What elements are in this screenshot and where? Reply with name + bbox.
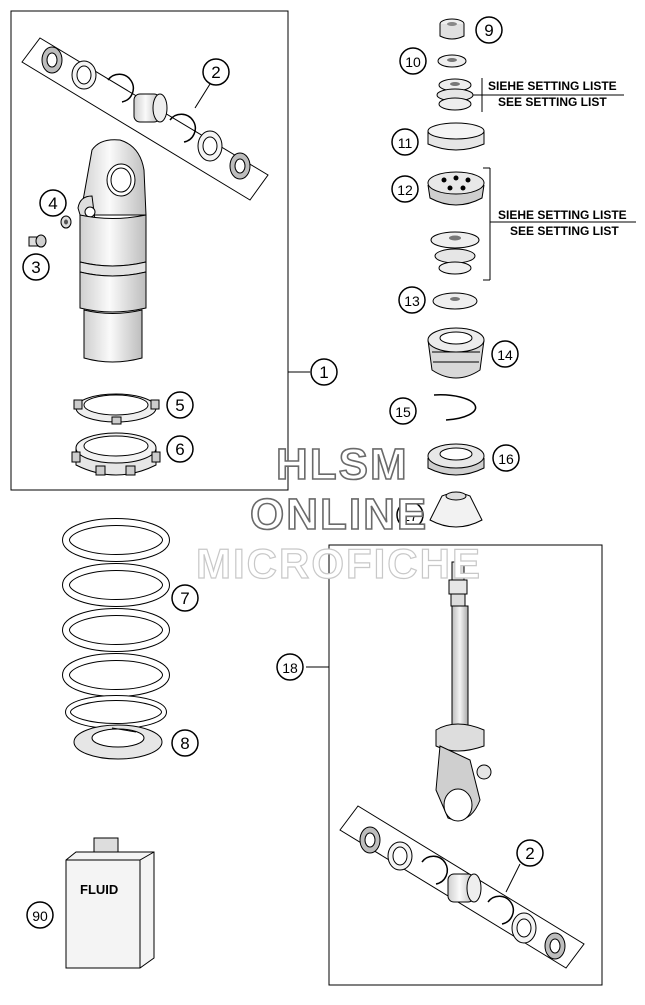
svg-text:10: 10 <box>405 54 421 70</box>
svg-text:13: 13 <box>404 293 420 309</box>
svg-text:5: 5 <box>175 396 184 415</box>
watermark-line-1: HLSM <box>275 439 409 490</box>
watermark-line-3: MICROFICHE <box>195 539 482 587</box>
callout-11: 11 <box>391 128 419 156</box>
setting-note-en-1: SEE SETTING LIST <box>498 95 607 109</box>
circlip <box>433 394 477 421</box>
bearing-kit-top <box>21 37 269 201</box>
adjuster-screw <box>28 234 47 248</box>
svg-text:2: 2 <box>525 844 534 863</box>
coil-spring <box>62 518 170 729</box>
bearing-kit-bottom <box>339 805 585 969</box>
piston-ring <box>427 122 485 151</box>
shock-group-box <box>10 10 289 491</box>
callout-2-bottom: 2 <box>516 839 544 867</box>
bump-rubber <box>429 491 483 528</box>
callout-90: 90 <box>26 901 54 929</box>
svg-text:11: 11 <box>398 135 413 151</box>
setting-note-de-2: SIEHE SETTING LISTE <box>498 208 627 222</box>
callout-15: 15 <box>389 397 417 425</box>
svg-text:4: 4 <box>48 194 57 213</box>
svg-text:9: 9 <box>484 21 493 40</box>
callout-8: 8 <box>171 729 199 757</box>
callout-16: 16 <box>492 444 520 472</box>
callout-5: 5 <box>166 391 194 419</box>
compression-adjuster-housing <box>427 327 485 379</box>
callout-10: 10 <box>399 47 427 75</box>
adjusting-nut <box>71 432 161 476</box>
callout-1: 1 <box>310 358 338 386</box>
callout-9: 9 <box>475 16 503 44</box>
fluid-label: FLUID <box>80 882 118 897</box>
svg-text:7: 7 <box>180 589 189 608</box>
svg-text:17: 17 <box>402 508 418 524</box>
watermark-line-2: ONLINE <box>249 489 429 540</box>
svg-text:6: 6 <box>175 440 184 459</box>
setting-note-de-1: SIEHE SETTING LISTE <box>488 79 617 93</box>
svg-text:15: 15 <box>395 404 411 420</box>
seal-holder <box>427 443 485 476</box>
lock-nut <box>73 393 160 425</box>
callout-7: 7 <box>171 584 199 612</box>
svg-text:16: 16 <box>498 451 514 467</box>
piston <box>427 171 485 275</box>
washer-10 <box>437 54 467 68</box>
callout-3: 3 <box>22 253 50 281</box>
svg-text:90: 90 <box>32 908 48 924</box>
svg-text:14: 14 <box>497 347 513 363</box>
shim-stack-top <box>436 78 474 111</box>
rod-group-box <box>328 544 603 986</box>
piston-rod <box>435 561 492 822</box>
callout-14: 14 <box>491 340 519 368</box>
small-washer <box>60 215 72 229</box>
svg-text:12: 12 <box>397 182 413 198</box>
callout-18: 18 <box>276 653 304 681</box>
cap-nut <box>439 18 465 40</box>
svg-text:3: 3 <box>31 258 40 277</box>
callout-6: 6 <box>166 435 194 463</box>
callout-4: 4 <box>39 189 67 217</box>
svg-text:8: 8 <box>180 734 189 753</box>
callout-2-top: 2 <box>202 58 230 86</box>
svg-text:1: 1 <box>319 363 328 382</box>
shock-absorber-body <box>77 139 147 363</box>
setting-note-en-2: SEE SETTING LIST <box>510 224 619 238</box>
callout-12: 12 <box>391 175 419 203</box>
svg-text:18: 18 <box>282 660 298 676</box>
spring-retainer <box>73 724 163 760</box>
callout-17: 17 <box>396 501 424 529</box>
callout-13: 13 <box>398 286 426 314</box>
svg-text:2: 2 <box>211 63 220 82</box>
fluid-can: FLUID <box>65 837 155 969</box>
washer-13 <box>432 292 478 310</box>
